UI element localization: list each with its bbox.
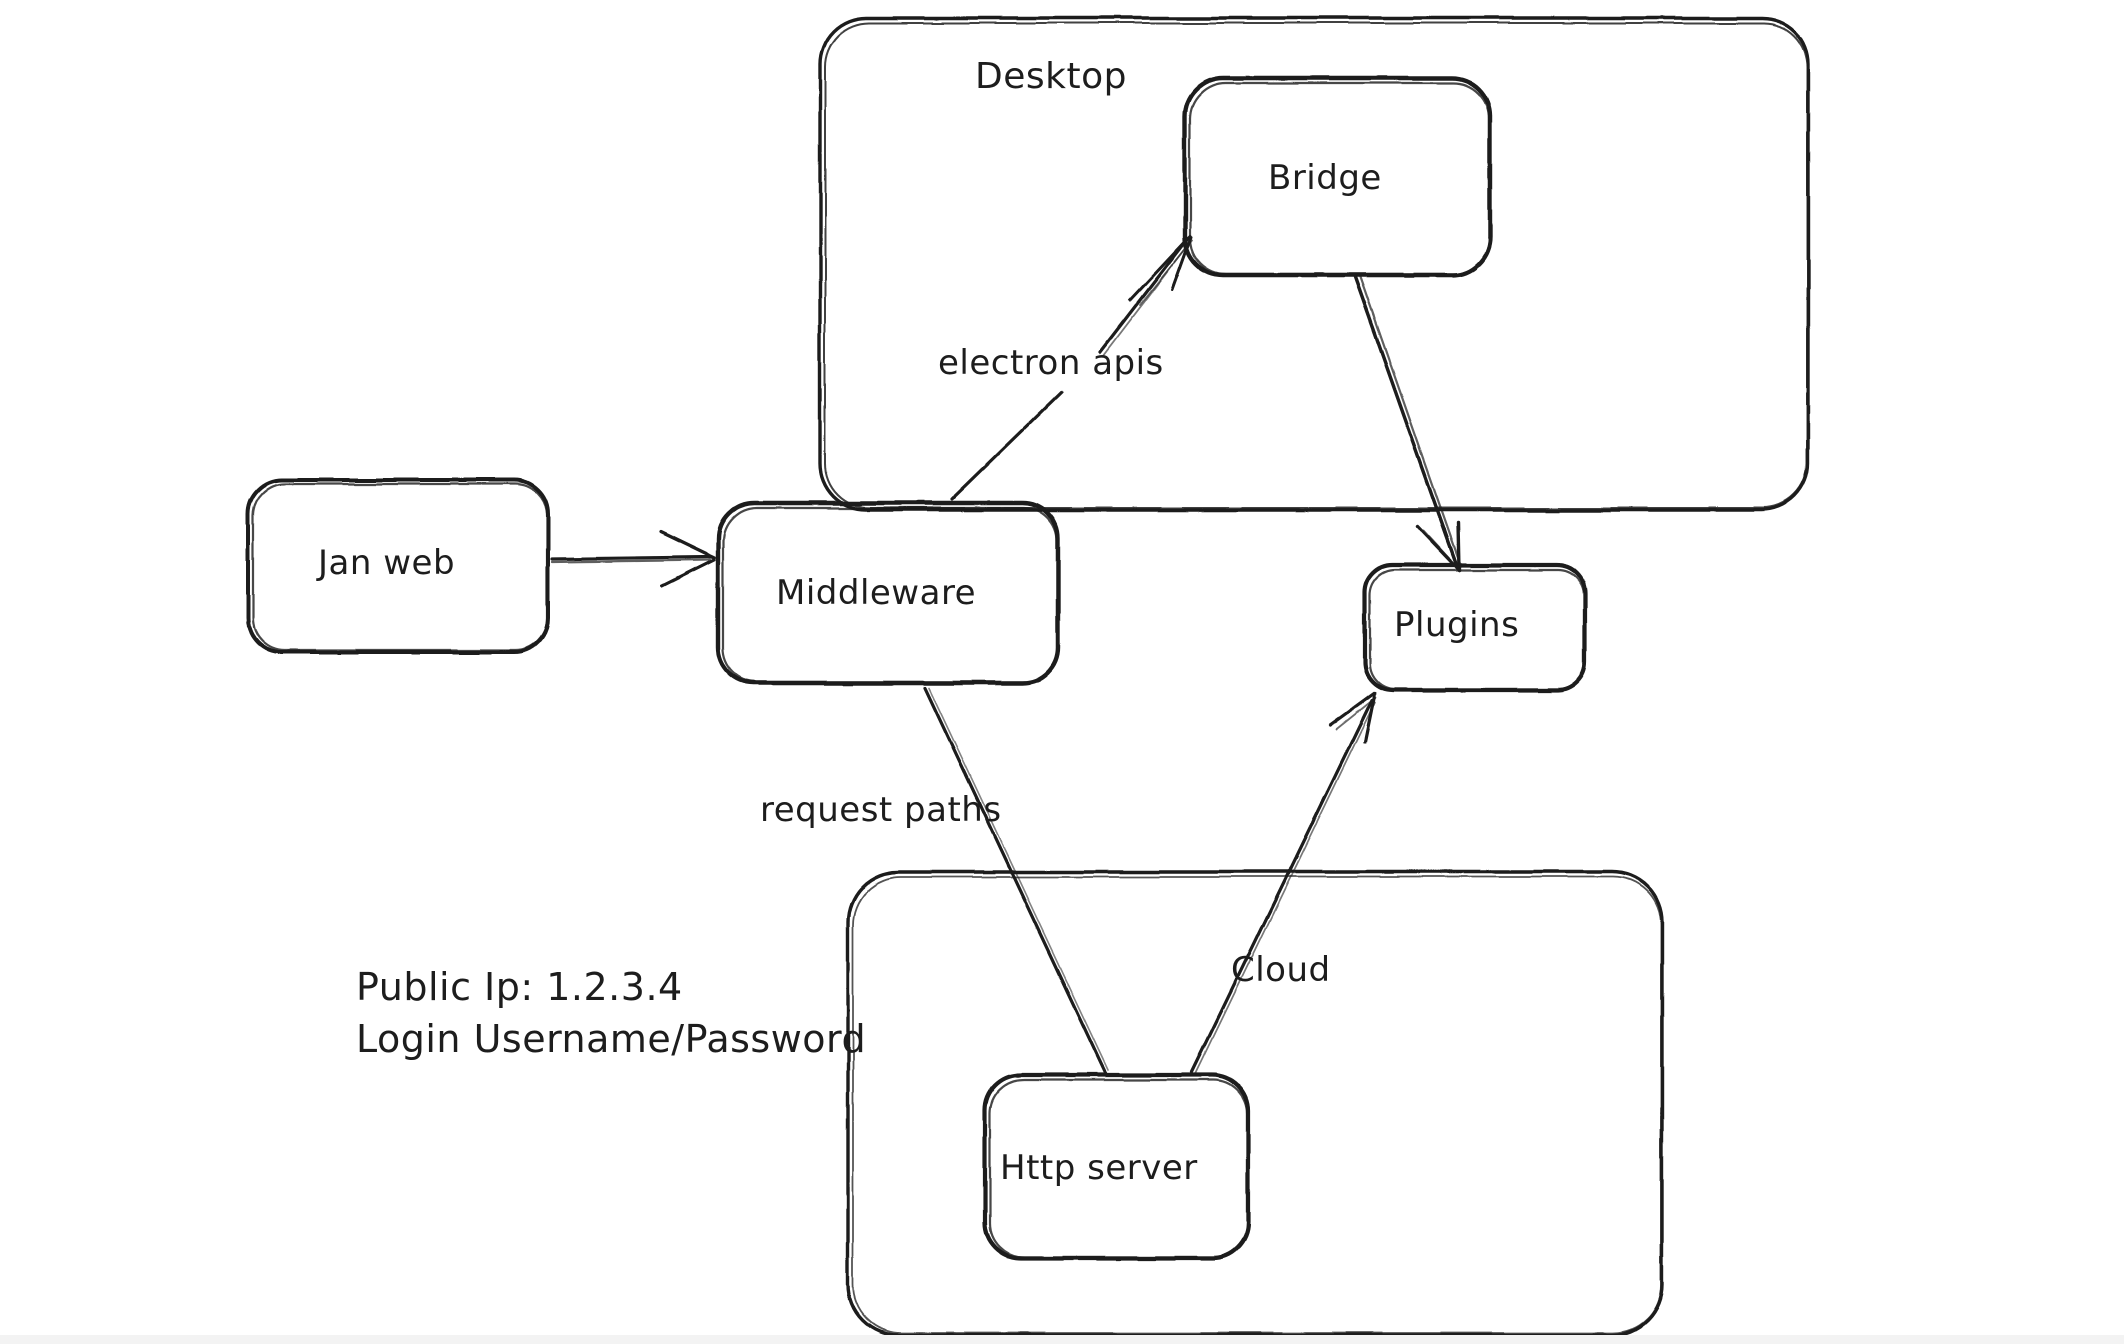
node-label-http-server[interactable]: Http server xyxy=(1000,1148,1198,1188)
canvas-bottom-strip xyxy=(0,1335,2124,1344)
group-desktop-outline xyxy=(818,16,1810,512)
edge-jan-web-to-middleware xyxy=(550,530,717,588)
edge-http-server-to-plugins xyxy=(1190,691,1377,1074)
node-jan-web-outline xyxy=(246,478,550,654)
node-middleware-outline xyxy=(715,500,1061,686)
node-label-jan-web[interactable]: Jan web xyxy=(318,543,456,583)
edge-label-electron-apis: electron apis xyxy=(938,343,1164,383)
edge-bridge-to-plugins xyxy=(1353,275,1463,572)
note-public-ip: Public Ip: 1.2.3.4 xyxy=(356,965,683,1009)
edge-middleware-to-http-server xyxy=(923,686,1109,1074)
edge-middleware-to-bridge xyxy=(950,234,1193,501)
node-label-middleware[interactable]: Middleware xyxy=(776,573,977,613)
node-bridge-outline xyxy=(1182,75,1493,278)
edge-label-cloud: Cloud xyxy=(1231,950,1331,990)
node-http-server-outline xyxy=(982,1072,1251,1261)
node-plugins-outline xyxy=(1362,562,1588,693)
node-label-plugins[interactable]: Plugins xyxy=(1394,605,1520,645)
edge-label-request-paths: request paths xyxy=(760,790,1002,830)
node-label-bridge[interactable]: Bridge xyxy=(1268,158,1382,198)
group-label-desktop: Desktop xyxy=(975,56,1127,97)
note-login-credentials: Login Username/Password xyxy=(356,1017,867,1061)
